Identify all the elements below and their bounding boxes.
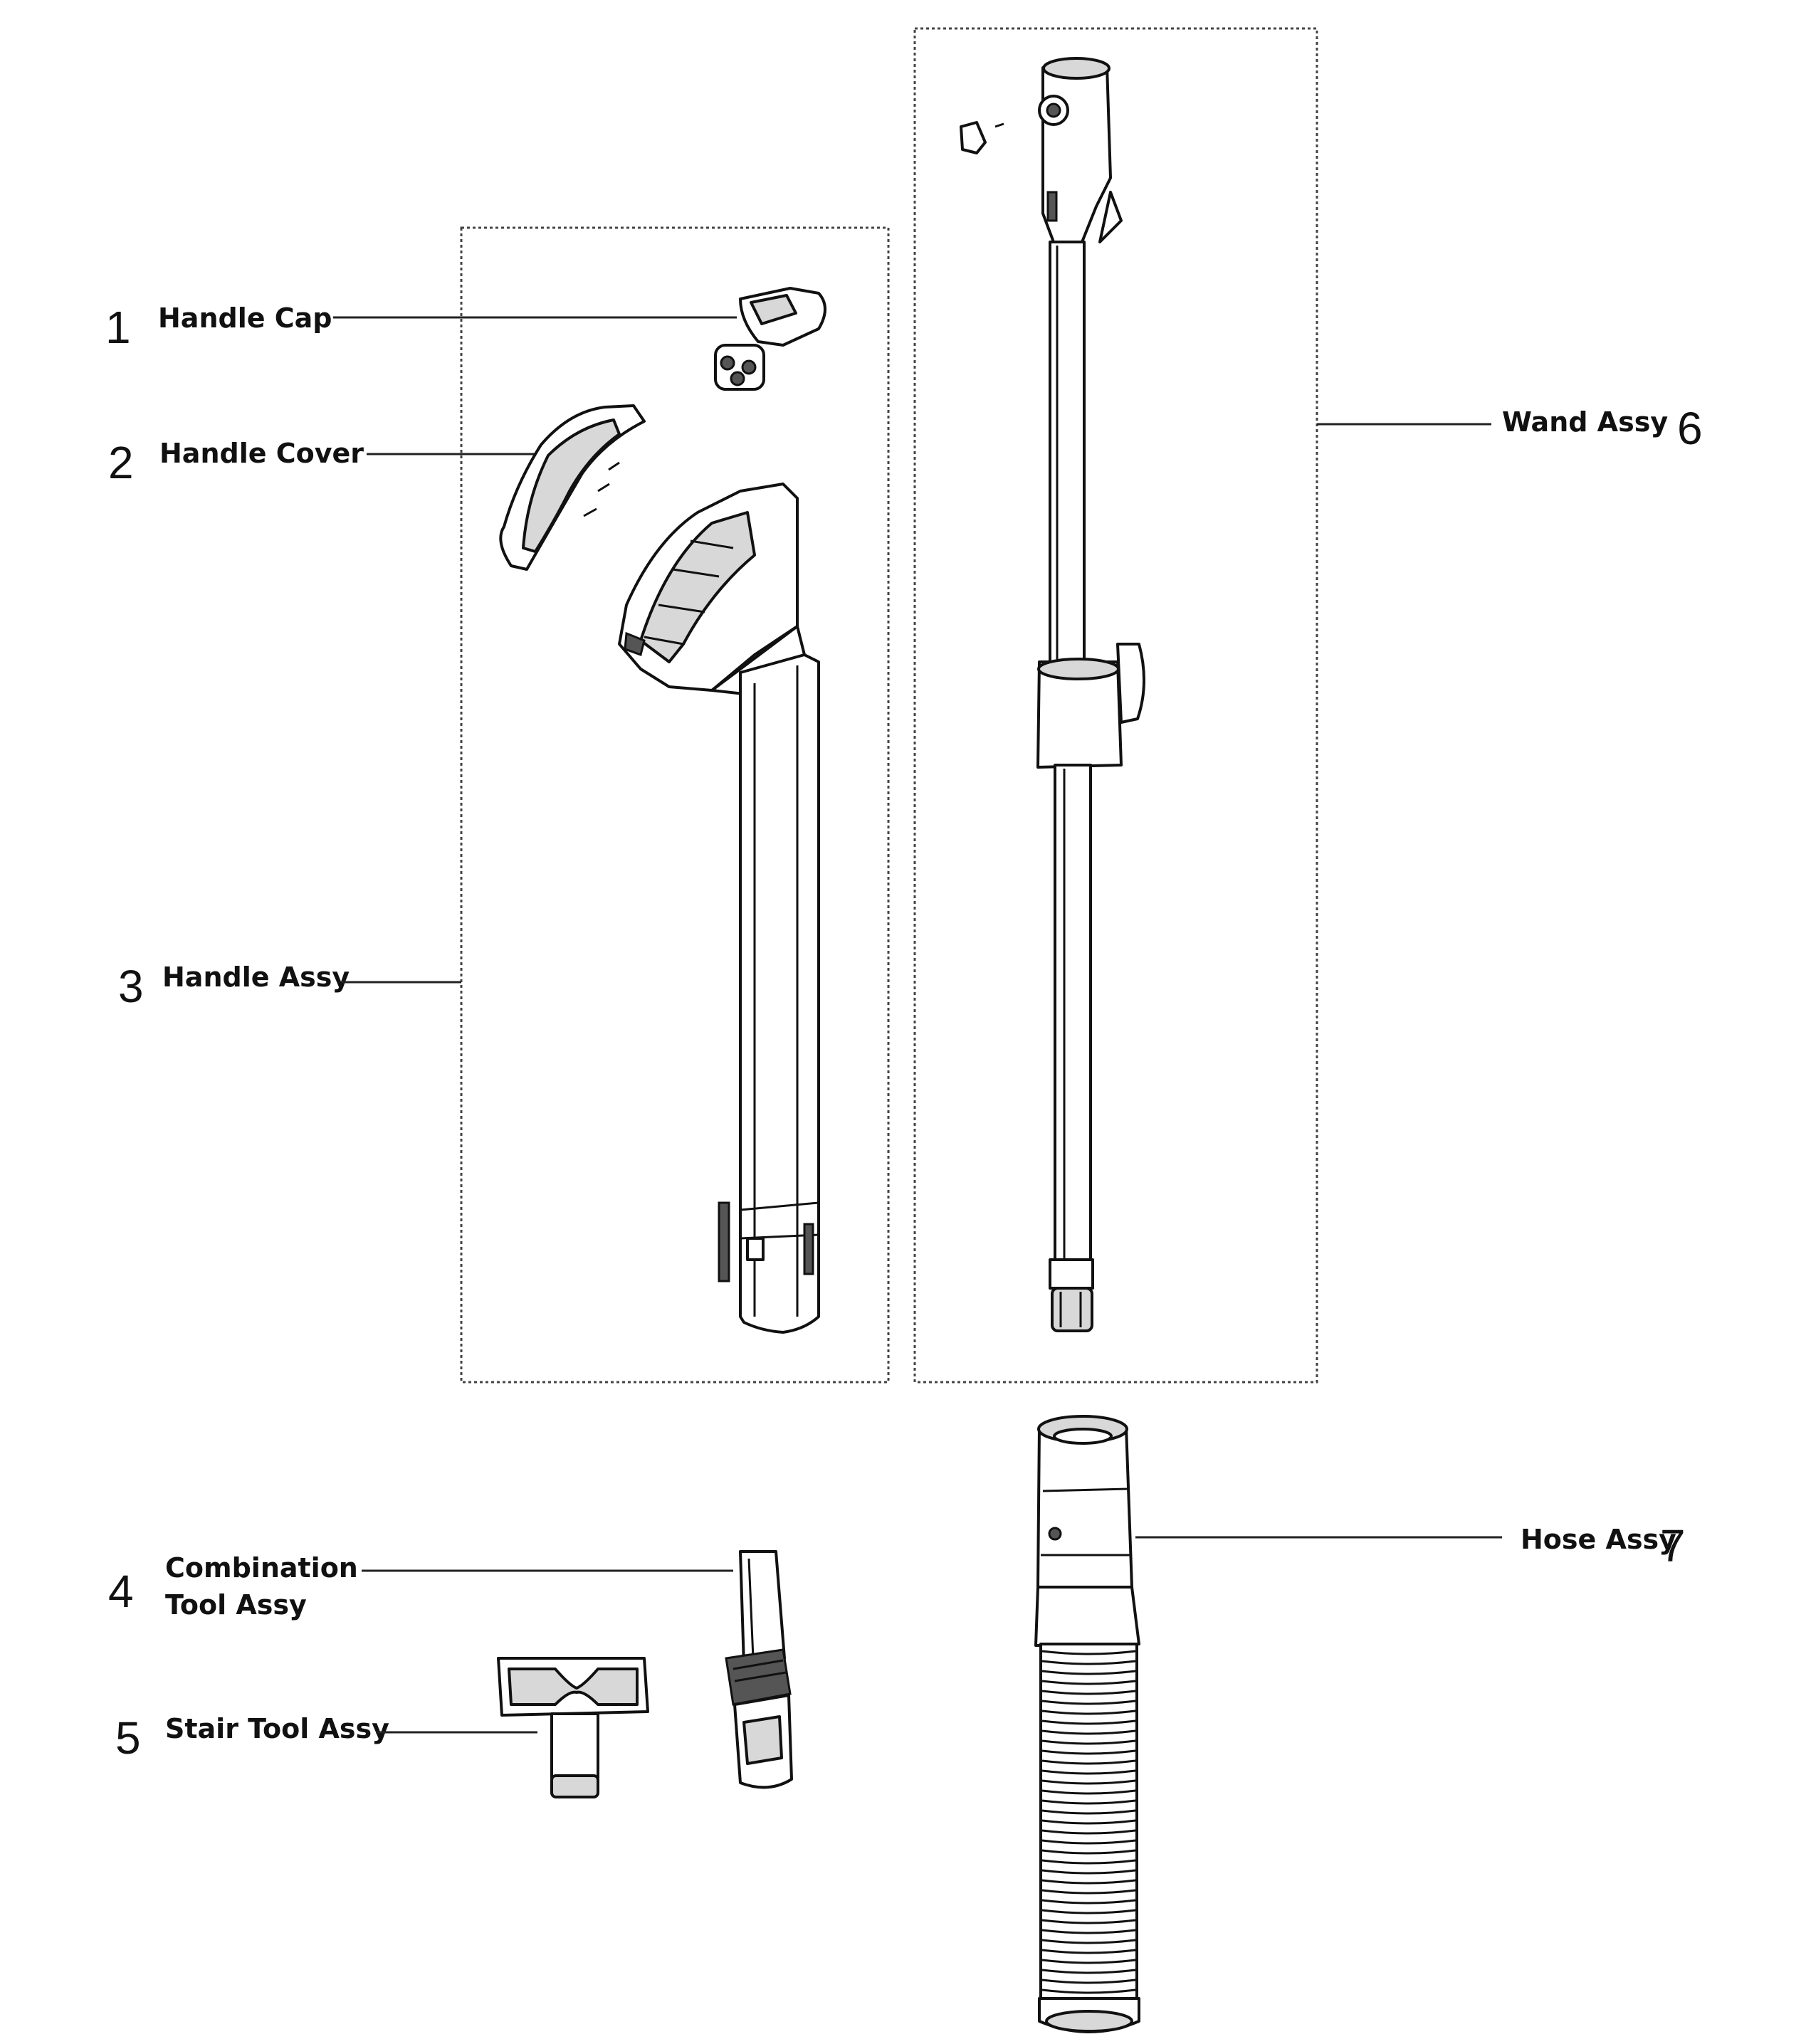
hose-rib xyxy=(1041,1769,1136,1775)
hose-rib xyxy=(1041,1869,1136,1875)
hose-rib xyxy=(1041,1899,1136,1905)
hose-rib xyxy=(1041,1789,1136,1795)
callout-label: Handle Assy xyxy=(162,962,350,993)
hose-rib xyxy=(1041,1959,1136,1964)
hose-rib xyxy=(1041,1988,1136,1994)
hose-rib xyxy=(1041,1929,1136,1934)
callout-4: 4 Combination Tool Assy xyxy=(108,1552,733,1621)
hose-rib xyxy=(1041,1799,1136,1805)
hose-rib xyxy=(1041,1829,1136,1835)
hose-rib xyxy=(1041,1739,1136,1745)
hose-rib xyxy=(1041,1889,1136,1895)
callout-label: Hose Assy xyxy=(1521,1524,1676,1555)
callout-label: Stair Tool Assy xyxy=(165,1713,389,1744)
callout-2: 2 Handle Cover xyxy=(108,437,548,488)
callout-number: 4 xyxy=(108,1566,134,1617)
hose-rib xyxy=(1041,1759,1136,1765)
callout-5: 5 Stair Tool Assy xyxy=(115,1712,537,1764)
hose-rib xyxy=(1041,1879,1136,1885)
hose-rib xyxy=(1041,1859,1136,1865)
callout-3: 3 Handle Assy xyxy=(118,961,461,1012)
hose-rib xyxy=(1041,1779,1136,1785)
hose-rib xyxy=(1041,1969,1136,1974)
callout-6: Wand Assy 6 xyxy=(1317,403,1703,454)
hose-rib xyxy=(1041,1949,1136,1954)
hose-rib xyxy=(1041,1690,1136,1695)
combination-tool-part xyxy=(725,1550,793,1789)
hose-rib xyxy=(1041,1809,1136,1815)
hose-rib xyxy=(1041,1719,1136,1725)
hose-ribs xyxy=(1041,1650,1136,1994)
hose-rib xyxy=(1041,1670,1136,1675)
handle-assy-part xyxy=(618,483,820,1334)
callout-number: 3 xyxy=(118,961,144,1012)
callout-number: 6 xyxy=(1677,403,1703,454)
hose-rib xyxy=(1041,1909,1136,1914)
hose-rib xyxy=(1041,1849,1136,1855)
handle-group-box xyxy=(460,226,890,1384)
callout-number: 1 xyxy=(105,302,131,353)
callout-label-line-1: Combination xyxy=(165,1552,358,1584)
hose-rib xyxy=(1041,1919,1136,1924)
callout-number: 7 xyxy=(1660,1520,1686,1571)
wand-group-box xyxy=(913,27,1318,1384)
wand-assy-part xyxy=(960,57,1146,1332)
hose-rib xyxy=(1041,1979,1136,1984)
callout-label: Wand Assy xyxy=(1502,406,1668,438)
callout-label: Handle Cover xyxy=(159,438,364,469)
callout-1: 1 Handle Cap xyxy=(105,302,737,353)
callout-label: Handle Cap xyxy=(158,302,332,334)
hose-rib xyxy=(1041,1710,1136,1715)
callout-number: 5 xyxy=(115,1712,141,1764)
handle-cap-part xyxy=(714,287,826,391)
hose-rib xyxy=(1041,1729,1136,1735)
hose-rib xyxy=(1041,1839,1136,1845)
hose-assy-part xyxy=(1034,1415,1140,2033)
hose-rib xyxy=(1041,1939,1136,1944)
hose-rib xyxy=(1041,1650,1136,1655)
handle-cover-part xyxy=(499,404,646,571)
hose-rib xyxy=(1041,1819,1136,1825)
hose-rib xyxy=(1041,1680,1136,1685)
callout-label-line-2: Tool Assy xyxy=(165,1589,307,1621)
callout-7: Hose Assy 7 xyxy=(1135,1520,1686,1571)
callout-number: 2 xyxy=(108,437,134,488)
stair-tool-part xyxy=(497,1657,649,1798)
hose-rib xyxy=(1041,1660,1136,1665)
hose-rib xyxy=(1041,1749,1136,1755)
hose-rib xyxy=(1041,1700,1136,1705)
